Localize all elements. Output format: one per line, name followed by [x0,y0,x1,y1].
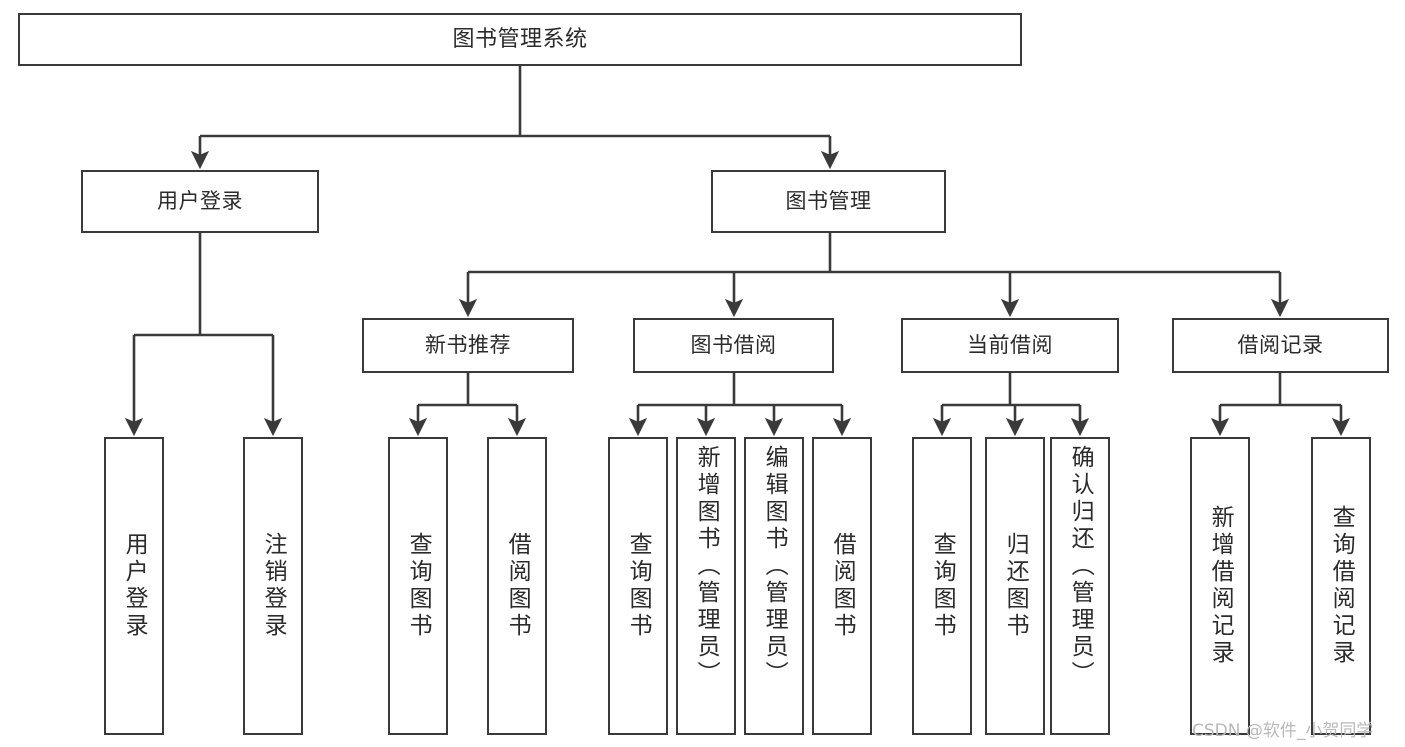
edge-group-user-login [124,233,283,437]
leaf-add-record-label: 新增借阅记录 [1207,505,1234,667]
leaf-return-book[interactable]: 归还图书 [985,437,1045,735]
leaf-user-login-label: 用户登录 [121,532,148,640]
node-borrow-record-label: 借阅记录 [1237,333,1324,358]
leaf-borrow-book-1[interactable]: 借阅图书 [487,437,547,735]
leaf-add-book[interactable]: 新增图书（管理员） [676,437,736,735]
node-book-manage-label: 图书管理 [785,189,872,214]
leaf-borrow-book-1-label: 借阅图书 [504,532,531,640]
node-new-book-rec[interactable]: 新书推荐 [362,318,574,373]
edge-group-book-manage [458,233,1290,318]
edge-group-borrow-record [1210,373,1351,437]
node-user-login[interactable]: 用户登录 [81,170,319,233]
node-book-borrow[interactable]: 图书借阅 [633,318,834,373]
leaf-user-login[interactable]: 用户登录 [104,437,164,735]
leaf-add-record[interactable]: 新增借阅记录 [1190,437,1250,735]
node-root-label: 图书管理系统 [452,26,588,52]
node-current-borrow[interactable]: 当前借阅 [901,318,1119,373]
node-borrow-record[interactable]: 借阅记录 [1172,318,1389,373]
leaf-confirm-return[interactable]: 确认归还（管理员） [1050,437,1110,735]
node-new-book-rec-label: 新书推荐 [425,333,511,358]
leaf-edit-book[interactable]: 编辑图书（管理员） [744,437,804,735]
edge-group-current-borrow [932,373,1090,437]
leaf-return-book-label: 归还图书 [1002,532,1029,640]
leaf-borrow-book-2[interactable]: 借阅图书 [812,437,872,735]
node-user-login-label: 用户登录 [157,189,243,214]
leaf-query-book-1-label: 查询图书 [405,532,432,640]
leaf-query-book-3-label: 查询图书 [929,532,956,640]
watermark: CSDN @软件_小贺同学 [1192,721,1374,741]
leaf-query-book-1[interactable]: 查询图书 [388,437,448,735]
leaf-borrow-book-2-label: 借阅图书 [829,532,856,640]
leaf-confirm-return-label: 确认归还（管理员） [1067,445,1094,688]
node-current-borrow-label: 当前借阅 [967,333,1053,358]
node-book-borrow-label: 图书借阅 [690,333,777,358]
leaf-user-logout[interactable]: 注销登录 [243,437,303,735]
leaf-query-record[interactable]: 查询借阅记录 [1311,437,1371,735]
node-book-manage[interactable]: 图书管理 [711,170,946,233]
leaf-add-book-label: 新增图书（管理员） [693,445,720,688]
leaf-query-book-3[interactable]: 查询图书 [912,437,972,735]
leaf-query-record-label: 查询借阅记录 [1328,505,1355,667]
edge-group-root [190,66,840,170]
leaf-edit-book-label: 编辑图书（管理员） [761,445,788,688]
edge-group-new-book-rec [408,373,527,437]
edge-group-book-borrow [628,373,852,437]
node-root[interactable]: 图书管理系统 [18,13,1022,66]
leaf-query-book-2-label: 查询图书 [625,532,652,640]
leaf-user-logout-label: 注销登录 [260,532,287,640]
leaf-query-book-2[interactable]: 查询图书 [608,437,668,735]
